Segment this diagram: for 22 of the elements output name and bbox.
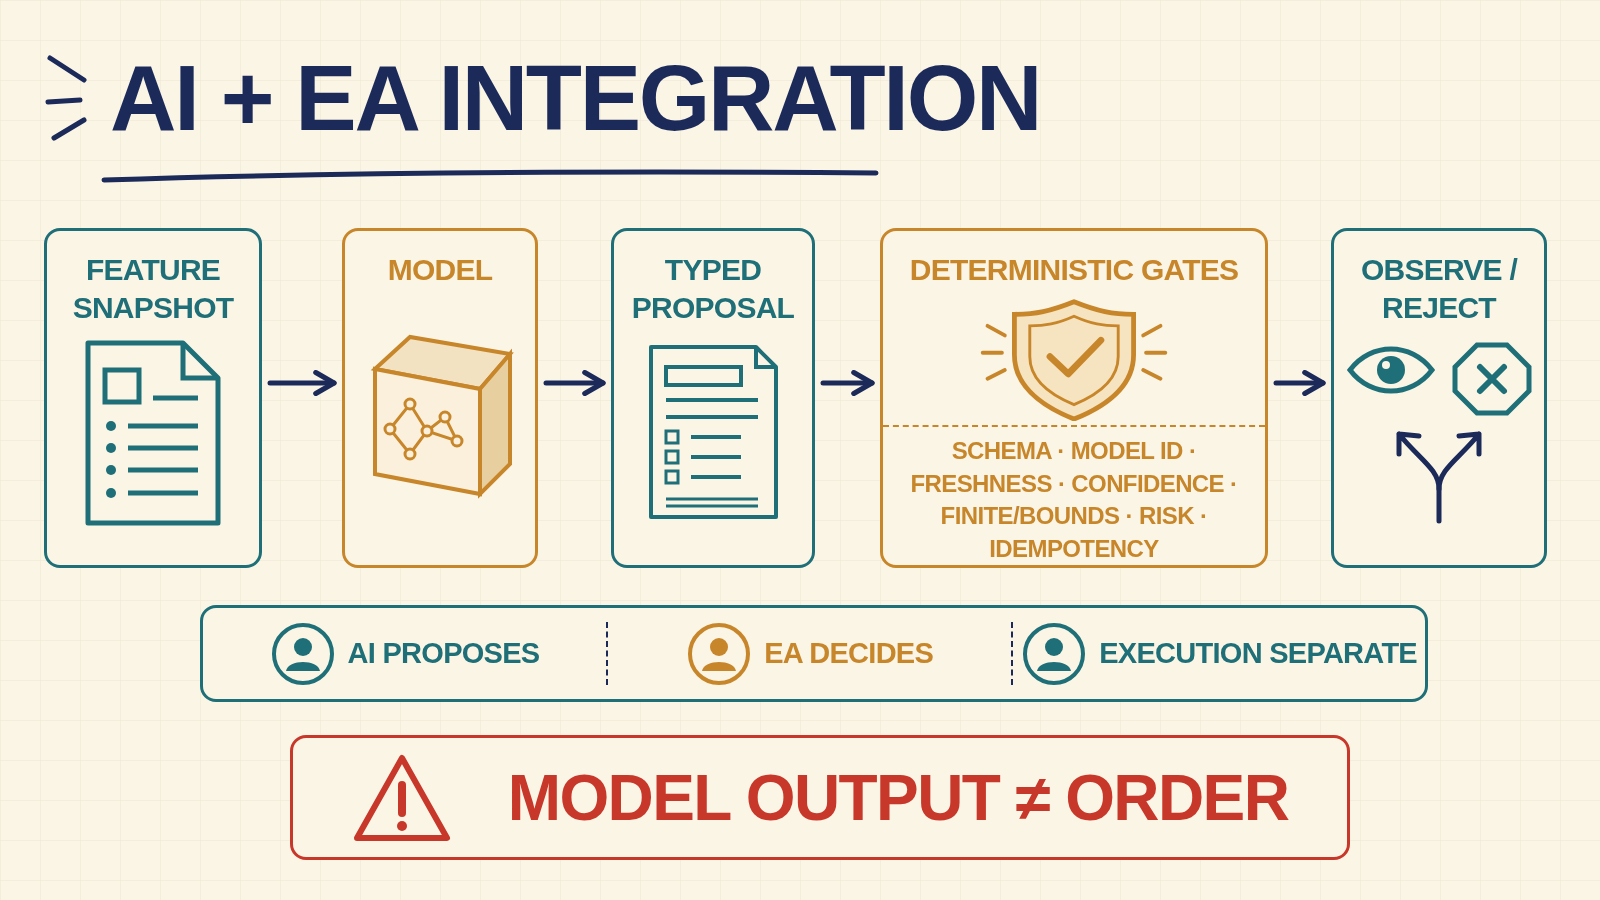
principle-text: AI PROPOSES — [347, 635, 540, 671]
warning-box — [290, 735, 1350, 860]
box-title: DETERMINISTIC GATES — [908, 252, 1240, 288]
arrow — [267, 370, 337, 396]
process-box — [1331, 228, 1547, 568]
arrow — [543, 370, 606, 396]
principle-text: EXECUTION SEPARATE — [1099, 635, 1417, 671]
arrow — [1273, 370, 1326, 396]
box-title: OBSERVE / REJECT — [1359, 252, 1519, 326]
title: AI + EA INTEGRATION — [110, 52, 1041, 144]
box-title: TYPED PROPOSAL — [630, 252, 796, 326]
principles-band — [200, 605, 1428, 702]
gate-list-text: SCHEMA · MODEL ID · FRESHNESS · CONFIDENCE · FINITE/BOUNDS · RISK · IDEMPOTENCY — [909, 436, 1239, 564]
box-title: MODEL — [386, 252, 494, 288]
process-box — [342, 228, 538, 568]
process-box — [44, 228, 262, 568]
process-box — [880, 228, 1268, 568]
warning-text: MODEL OUTPUT ≠ ORDER — [507, 760, 1289, 836]
box-title: FEATURE SNAPSHOT — [71, 252, 235, 326]
principle-text: EA DECIDES — [764, 635, 934, 671]
arrow — [820, 370, 875, 396]
process-box — [611, 228, 815, 568]
